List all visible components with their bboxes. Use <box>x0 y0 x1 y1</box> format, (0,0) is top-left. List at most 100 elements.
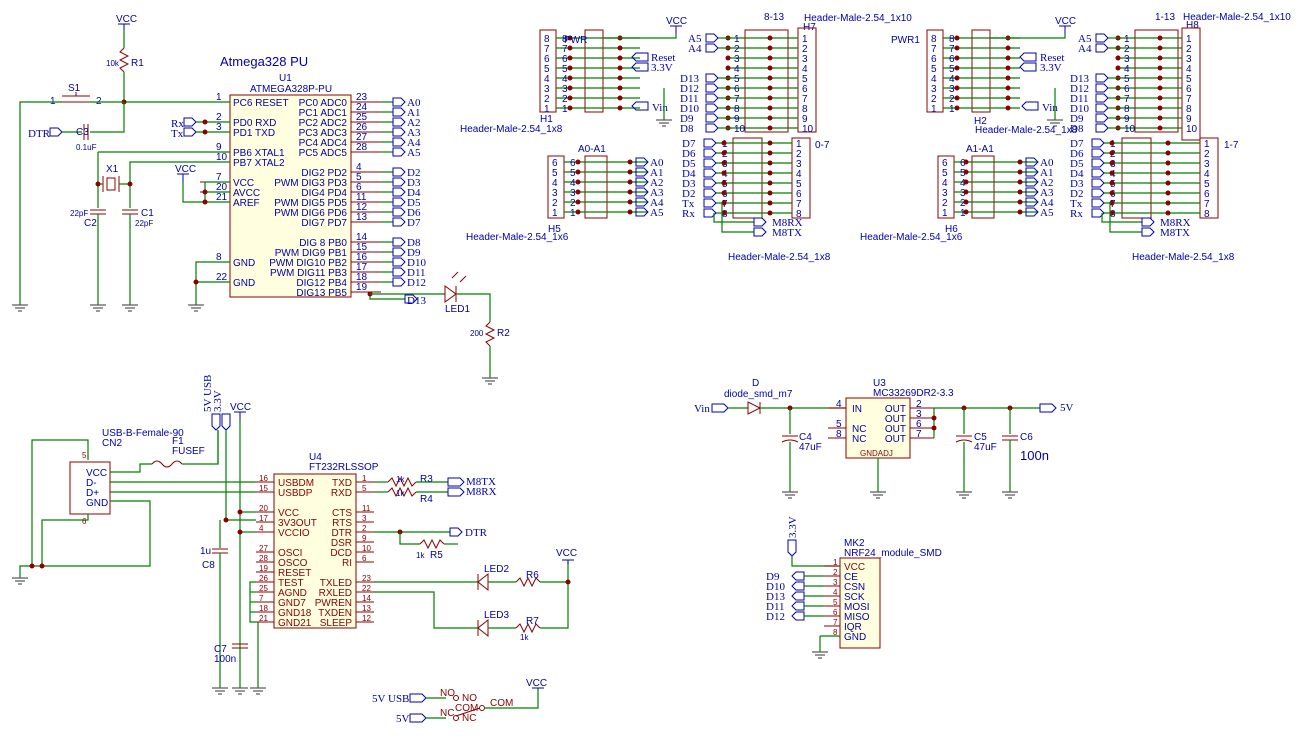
r1-value: 10k <box>106 59 120 68</box>
header-pin-num: 1 <box>796 139 802 150</box>
net-flag <box>1095 113 1109 123</box>
net-label: D6 <box>407 207 421 219</box>
net-flag <box>392 117 406 127</box>
header-pin-num: 3 <box>949 84 955 95</box>
nrf-part: NRF24_module_SMD <box>844 548 942 559</box>
sw-no-a: NO <box>440 688 455 699</box>
reg-pin-name: OUT <box>885 434 906 445</box>
ft-pin-num: 19 <box>259 564 268 573</box>
net-flag <box>635 197 649 207</box>
header-pin-num: 7 <box>931 44 937 55</box>
v5-label-sw: 5V <box>396 713 410 725</box>
net-label: D11 <box>1070 93 1089 105</box>
led2-diode <box>477 572 489 592</box>
ft-pin-num: 7 <box>259 594 264 603</box>
m8tx-label-ft: M8TX <box>466 476 496 488</box>
vcc-label-h2: VCC <box>1055 16 1076 27</box>
net-flag <box>1025 197 1039 207</box>
mcu-pin-name: PD1 TXD <box>233 128 275 139</box>
net-flag <box>635 187 649 197</box>
v33-label-h1: 3.3V <box>651 62 673 74</box>
net-label: A0 <box>407 97 421 109</box>
mcu-pin-num: 24 <box>356 102 368 113</box>
net-label: D10 <box>680 103 699 115</box>
nrf-pin-num: 4 <box>833 588 838 597</box>
ft-pin-num: 9 <box>362 534 367 543</box>
net-flag <box>392 147 406 157</box>
ground-icon <box>482 377 498 385</box>
header-pin-num: 5 <box>570 168 576 179</box>
mcu-pin-name: PC5 ADC5 <box>299 148 348 159</box>
mcu-pin-name: PC3 ADC3 <box>299 128 348 139</box>
header-pin-num: 9 <box>1186 114 1192 125</box>
r1-resistor <box>118 47 130 73</box>
header-pin-num: 10 <box>1186 124 1198 135</box>
m8rx-label-h4: M8RX <box>772 217 803 229</box>
net-flag <box>635 167 649 177</box>
header-pin-num: 4 <box>796 169 802 180</box>
header-pin-num: 5 <box>1204 179 1210 190</box>
net-flag <box>392 127 406 137</box>
header-pin-num: 6 <box>552 158 558 169</box>
net-flag <box>705 83 719 93</box>
ft-pin-name: GND21 <box>278 618 312 629</box>
v5-label-reg: 5V <box>1060 402 1074 414</box>
nrf-pin-name: IQR <box>844 622 862 633</box>
ground-icon <box>212 687 228 695</box>
net-label: D7 <box>682 138 696 150</box>
led3-ref: LED3 <box>484 610 509 621</box>
ft-ref: U4 <box>309 452 322 463</box>
r6-ref: R6 <box>526 570 539 581</box>
header-pin-num: 5 <box>544 64 550 75</box>
net-label: D12 <box>680 83 699 95</box>
ft-pin-num: 12 <box>362 614 371 623</box>
net-label: D8 <box>407 237 421 249</box>
x1-crystal <box>106 177 116 191</box>
m8tx-label-h3: M8TX <box>1160 227 1190 239</box>
header-pin-num: 8 <box>1186 104 1192 115</box>
header-pin-num: 4 <box>734 64 740 75</box>
header-pin-num: 7 <box>796 199 802 210</box>
r7-ref: R7 <box>526 616 539 627</box>
net-flag <box>1141 217 1155 227</box>
sw-no-b: NO <box>462 693 477 704</box>
net-label: A0 <box>650 157 664 169</box>
net-label: D3 <box>407 177 421 189</box>
h5-mating <box>584 155 608 219</box>
header-pin-num: 5 <box>552 168 558 179</box>
nrf-pin-num: 1 <box>833 558 838 567</box>
mcu-pin-name: DIG12 PB4 <box>296 278 347 289</box>
net-flag <box>635 207 649 217</box>
ft-pin-name: VCC <box>278 508 299 519</box>
ft-pin-num: 5 <box>362 484 367 493</box>
mcu-pin-num: 22 <box>216 272 228 283</box>
header-pin-num: 4 <box>960 178 966 189</box>
ft-pin-name: RTS <box>332 518 352 529</box>
ft-pin-name: TXDEN <box>318 608 352 619</box>
header-pin-num: 4 <box>544 74 550 85</box>
net-label: Tx <box>682 198 695 210</box>
net-label: D11 <box>766 601 785 613</box>
c5-value: 47uF <box>974 442 997 453</box>
net-label: D7 <box>1070 138 1084 150</box>
v5usb-label: 5V USB <box>202 375 214 412</box>
net-flag <box>392 137 406 147</box>
header-pin-num: 9 <box>1124 114 1130 125</box>
c2-ref: C2 <box>84 218 97 229</box>
ft-pin-num: 15 <box>259 484 268 493</box>
header-pin-num: 8 <box>734 104 740 115</box>
header-pin-num: 3 <box>1124 54 1130 65</box>
net-label: A2 <box>407 117 420 129</box>
header-pin-num: 3 <box>562 84 568 95</box>
net-flag <box>753 217 767 227</box>
reset-label-h1: Reset <box>651 52 675 64</box>
header-pin-num: 7 <box>544 44 550 55</box>
h3-header <box>1199 137 1219 219</box>
net-flag <box>753 227 767 237</box>
mcu-pin-num: 27 <box>356 132 368 143</box>
c3-ref: C3 <box>76 127 89 138</box>
r5-resistor <box>419 538 445 550</box>
ft-pin-name: GND18 <box>278 608 312 619</box>
